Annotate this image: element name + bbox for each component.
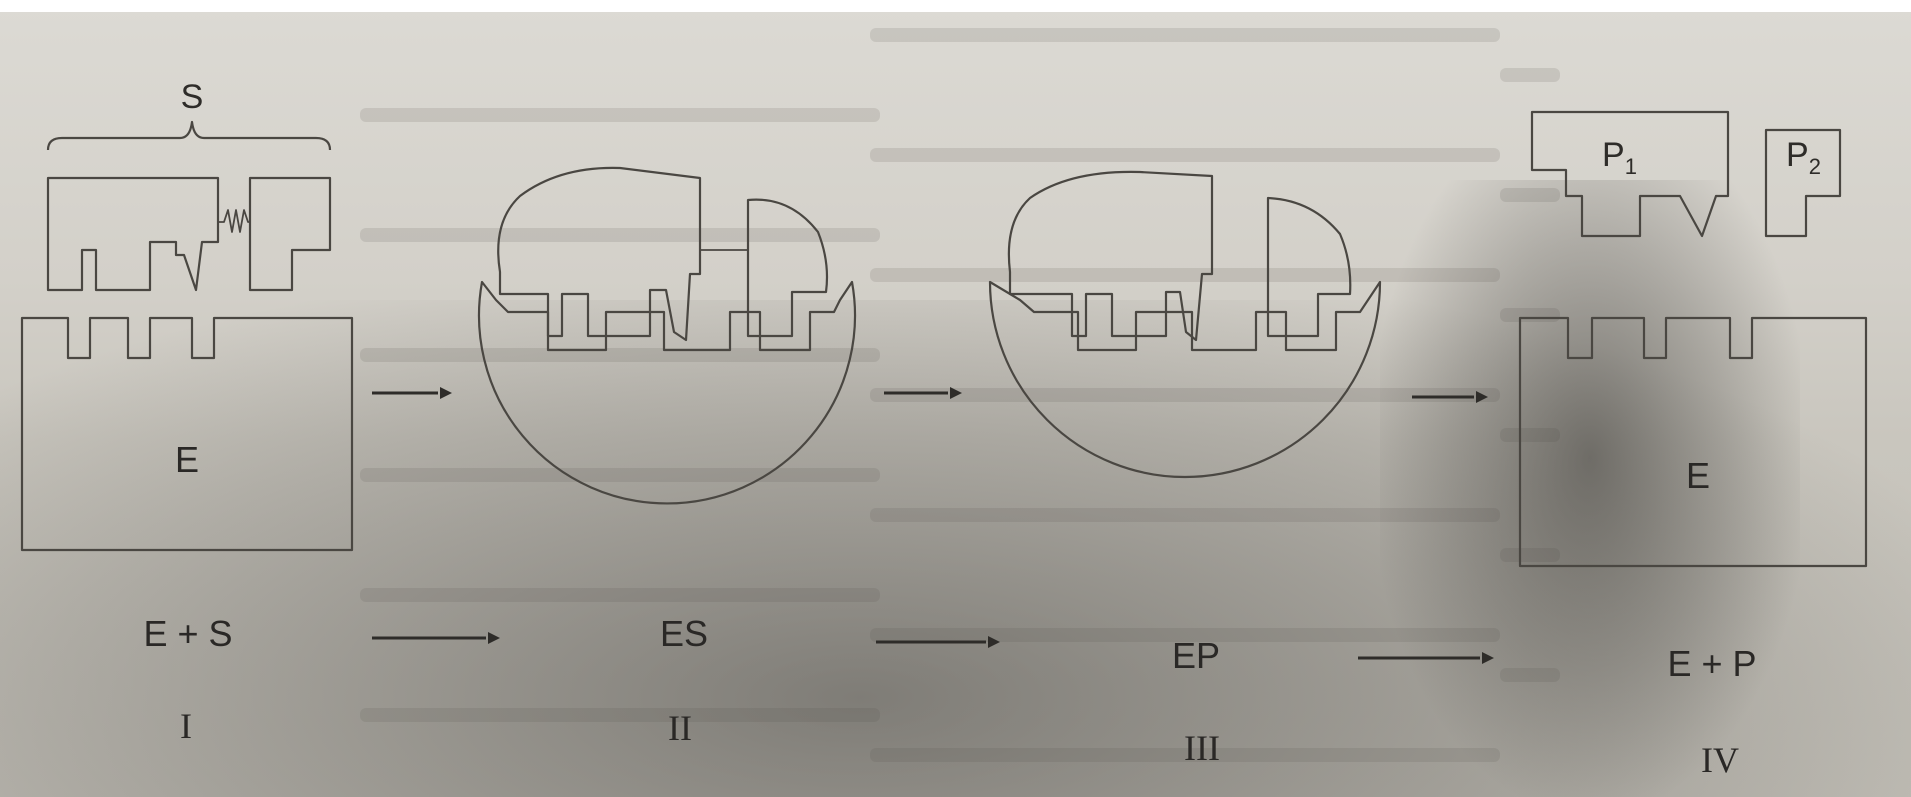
stage-4: P1 P2 E (1520, 112, 1866, 566)
equation-stage-2: ES (660, 613, 708, 654)
product-left (1009, 172, 1212, 340)
substrate-label: S (181, 78, 204, 116)
stage-number-2: II (668, 708, 692, 748)
substrate-left-part (48, 178, 218, 290)
enzyme-circle (990, 282, 1380, 477)
substrate-brace (48, 122, 330, 150)
arrow-equation-3 (1358, 652, 1494, 664)
arrow-diagram-1 (372, 387, 452, 399)
arrow-diagram-2 (884, 387, 962, 399)
stage-number-3: III (1184, 728, 1220, 768)
substrate-right-part (250, 178, 330, 290)
stage-number-1: I (180, 706, 192, 746)
equation-stage-1: E + S (143, 613, 232, 654)
arrow-equation-1 (372, 632, 500, 644)
product-1-label: P1 (1602, 136, 1637, 179)
stage-number-4: IV (1701, 740, 1739, 780)
arrow-equation-2 (876, 636, 1000, 648)
stage-3 (990, 172, 1380, 477)
substrate-bond-spring (218, 210, 250, 232)
stage-2 (479, 168, 855, 504)
enzyme-label: E (1686, 455, 1710, 496)
enzyme-box (22, 318, 352, 550)
stage-numbers: I II III IV (180, 706, 1739, 780)
enzyme-circle (479, 282, 855, 503)
product-right (1268, 198, 1350, 336)
equation-stage-4: E + P (1667, 643, 1756, 684)
product-2-label: P2 (1786, 136, 1821, 179)
enzyme-label: E (175, 439, 199, 480)
equation-row: E + S ES EP E + P (143, 613, 1756, 684)
equation-stage-3: EP (1172, 635, 1220, 676)
bound-substrate-left (498, 168, 700, 340)
arrow-diagram-3 (1412, 391, 1488, 403)
enzyme-box (1520, 318, 1866, 566)
stage-1: S E (22, 78, 352, 550)
